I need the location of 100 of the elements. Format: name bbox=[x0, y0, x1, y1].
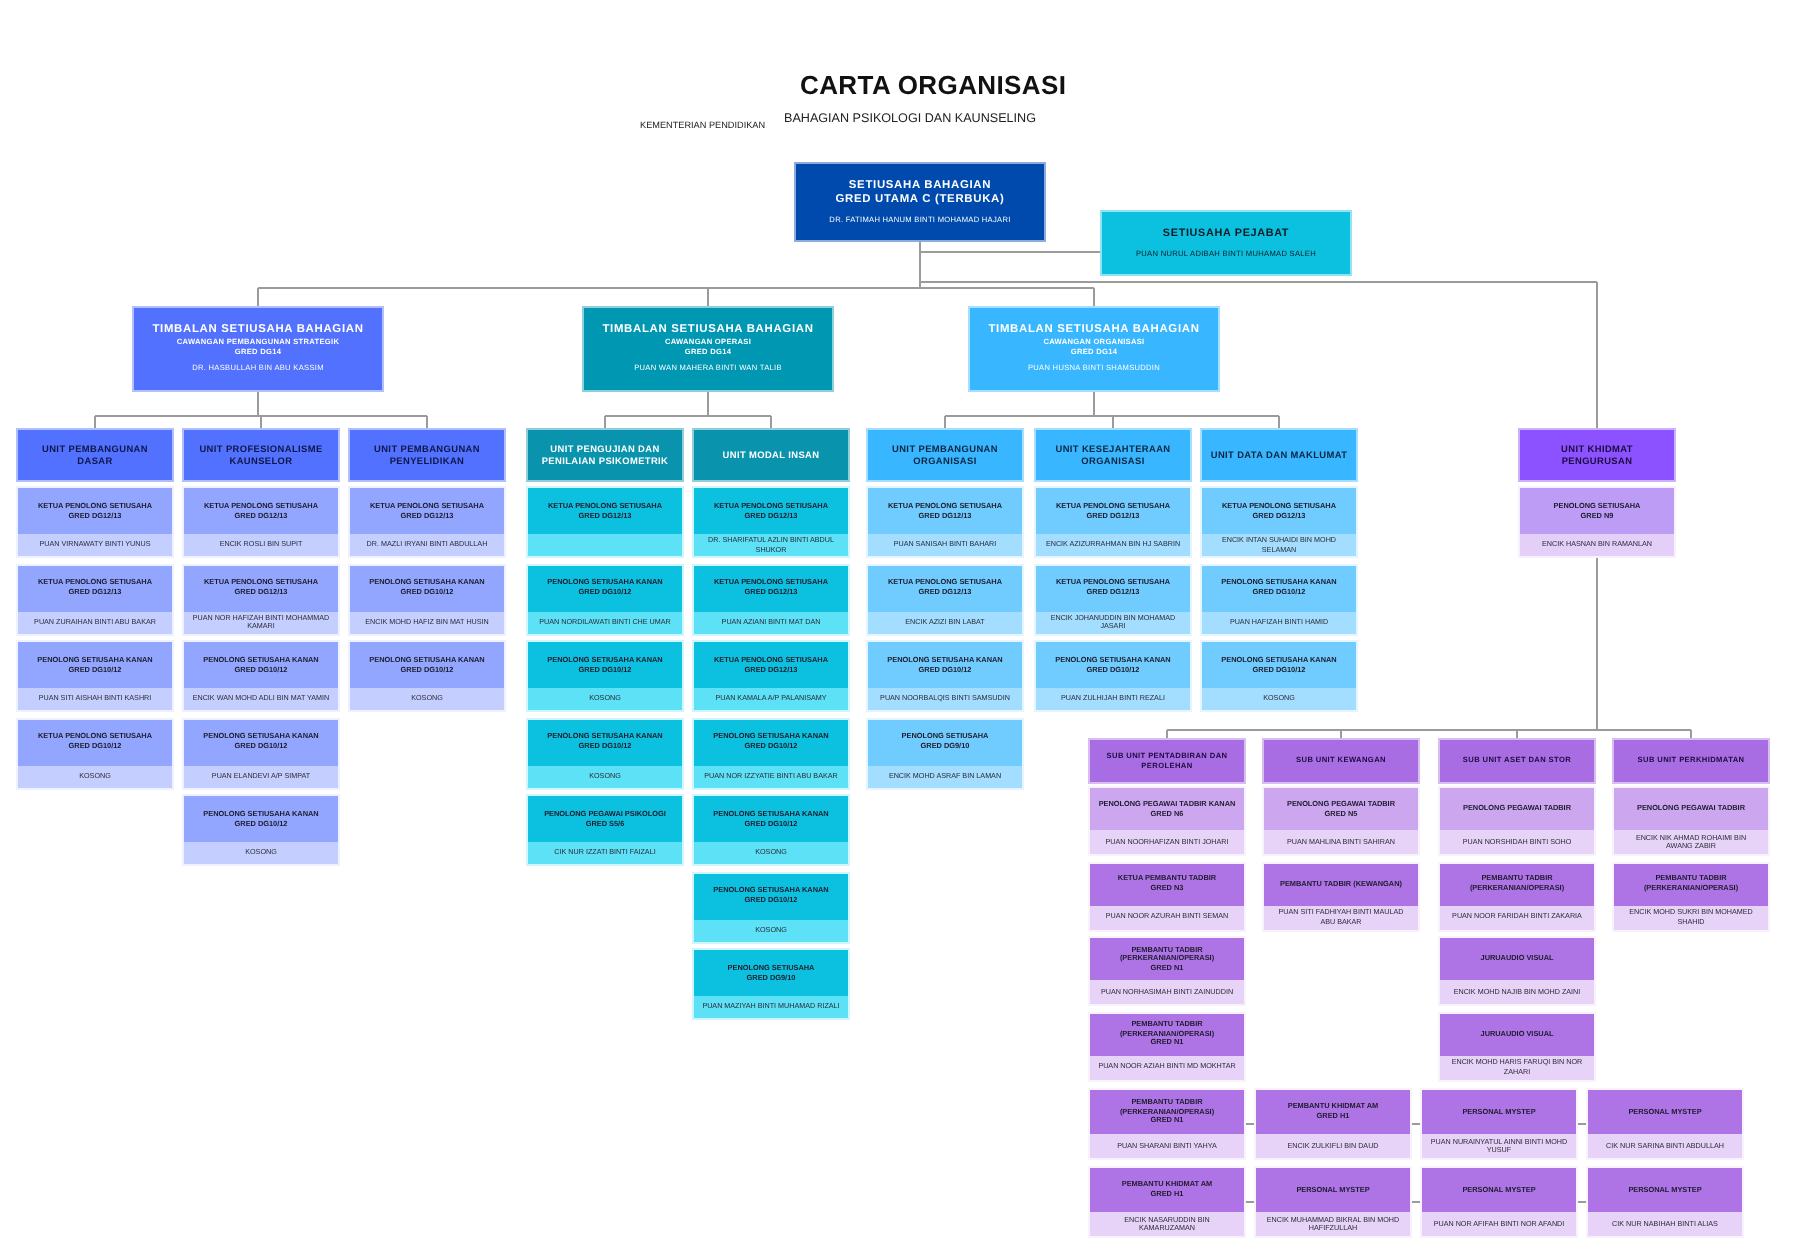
connector-line bbox=[919, 281, 1598, 283]
staff-card bbox=[1438, 786, 1596, 856]
connector-line bbox=[94, 415, 96, 429]
unit-header bbox=[1612, 738, 1770, 784]
staff-card bbox=[526, 640, 684, 712]
connector-line bbox=[1577, 1201, 1587, 1203]
connector-line bbox=[919, 251, 1101, 253]
staff-card bbox=[526, 563, 684, 635]
connector-line bbox=[1411, 1201, 1421, 1203]
staff-card bbox=[1254, 1088, 1412, 1160]
connector-line bbox=[604, 415, 606, 429]
unit-header bbox=[1262, 738, 1420, 784]
staff-card bbox=[1034, 486, 1192, 558]
staff-card bbox=[1262, 861, 1420, 931]
staff-card bbox=[1088, 1088, 1246, 1160]
connector-line bbox=[1093, 391, 1095, 417]
connector-line bbox=[1166, 729, 1692, 731]
staff-card bbox=[1612, 786, 1770, 856]
staff-card bbox=[1200, 486, 1358, 558]
unit-header bbox=[16, 428, 174, 482]
deputy-box bbox=[132, 306, 384, 392]
staff-card bbox=[692, 717, 850, 789]
connector-line bbox=[944, 415, 1280, 417]
staff-card bbox=[526, 794, 684, 866]
staff-card bbox=[866, 717, 1024, 789]
unit-header bbox=[182, 428, 340, 482]
staff-card bbox=[1438, 1011, 1596, 1081]
unit-header bbox=[1438, 738, 1596, 784]
connector-line bbox=[604, 415, 772, 417]
staff-card bbox=[1034, 563, 1192, 635]
staff-card bbox=[1262, 786, 1420, 856]
unit-header bbox=[348, 428, 506, 482]
staff-card bbox=[692, 563, 850, 635]
staff-card bbox=[182, 794, 340, 866]
secretary-box bbox=[1100, 210, 1352, 276]
staff-card bbox=[1420, 1088, 1578, 1160]
staff-card bbox=[182, 563, 340, 635]
connector-line bbox=[1577, 1123, 1587, 1125]
unit-header bbox=[866, 428, 1024, 482]
staff-card bbox=[16, 717, 174, 789]
connector-line bbox=[94, 415, 428, 417]
connector-line bbox=[1166, 729, 1168, 739]
staff-card bbox=[182, 717, 340, 789]
staff-card bbox=[1088, 1011, 1246, 1081]
staff-card bbox=[526, 486, 684, 558]
staff-card bbox=[866, 486, 1024, 558]
unit-header bbox=[1200, 428, 1358, 482]
connector-line bbox=[1245, 1201, 1255, 1203]
staff-card bbox=[1088, 861, 1246, 931]
staff-card bbox=[182, 640, 340, 712]
unit-header bbox=[1518, 428, 1676, 482]
staff-card bbox=[866, 640, 1024, 712]
staff-card bbox=[1200, 640, 1358, 712]
connector-line bbox=[1093, 287, 1095, 307]
staff-card bbox=[692, 794, 850, 866]
staff-card bbox=[1088, 786, 1246, 856]
deputy-box bbox=[582, 306, 834, 392]
connector-line bbox=[770, 415, 772, 429]
staff-card bbox=[1088, 936, 1246, 1006]
connector-line bbox=[257, 391, 259, 417]
staff-card bbox=[692, 486, 850, 558]
connector-line bbox=[1112, 415, 1114, 429]
staff-card bbox=[1420, 1166, 1578, 1238]
staff-card bbox=[1034, 640, 1192, 712]
connector-line bbox=[1690, 729, 1692, 739]
staff-card bbox=[1438, 936, 1596, 1006]
staff-card bbox=[692, 640, 850, 712]
connector-line bbox=[1596, 557, 1598, 731]
staff-card bbox=[182, 486, 340, 558]
staff-card bbox=[1088, 1166, 1246, 1238]
staff-card bbox=[348, 640, 506, 712]
unit-header bbox=[1088, 738, 1246, 784]
staff-card bbox=[1586, 1166, 1744, 1238]
staff-card bbox=[16, 486, 174, 558]
unit-header bbox=[1034, 428, 1192, 482]
connector-line bbox=[707, 287, 709, 307]
connector-line bbox=[260, 415, 262, 429]
staff-card bbox=[692, 948, 850, 1020]
staff-card bbox=[526, 717, 684, 789]
staff-card bbox=[1200, 563, 1358, 635]
connector-line bbox=[1278, 415, 1280, 429]
chart-title: CARTA ORGANISASI bbox=[800, 70, 1067, 100]
connector-line bbox=[426, 415, 428, 429]
staff-card bbox=[1438, 861, 1596, 931]
staff-card bbox=[16, 640, 174, 712]
staff-card bbox=[692, 871, 850, 943]
deputy-box bbox=[968, 306, 1220, 392]
connector-line bbox=[1411, 1123, 1421, 1125]
staff-card bbox=[1586, 1088, 1744, 1160]
connector-line bbox=[1245, 1123, 1255, 1125]
staff-card bbox=[1254, 1166, 1412, 1238]
unit-header bbox=[526, 428, 684, 482]
director-box bbox=[794, 162, 1046, 242]
staff-card bbox=[1612, 861, 1770, 931]
staff-card bbox=[348, 563, 506, 635]
staff-card bbox=[348, 486, 506, 558]
staff-card bbox=[1518, 486, 1676, 558]
staff-card bbox=[16, 563, 174, 635]
staff-card bbox=[866, 563, 1024, 635]
connector-line bbox=[944, 415, 946, 429]
